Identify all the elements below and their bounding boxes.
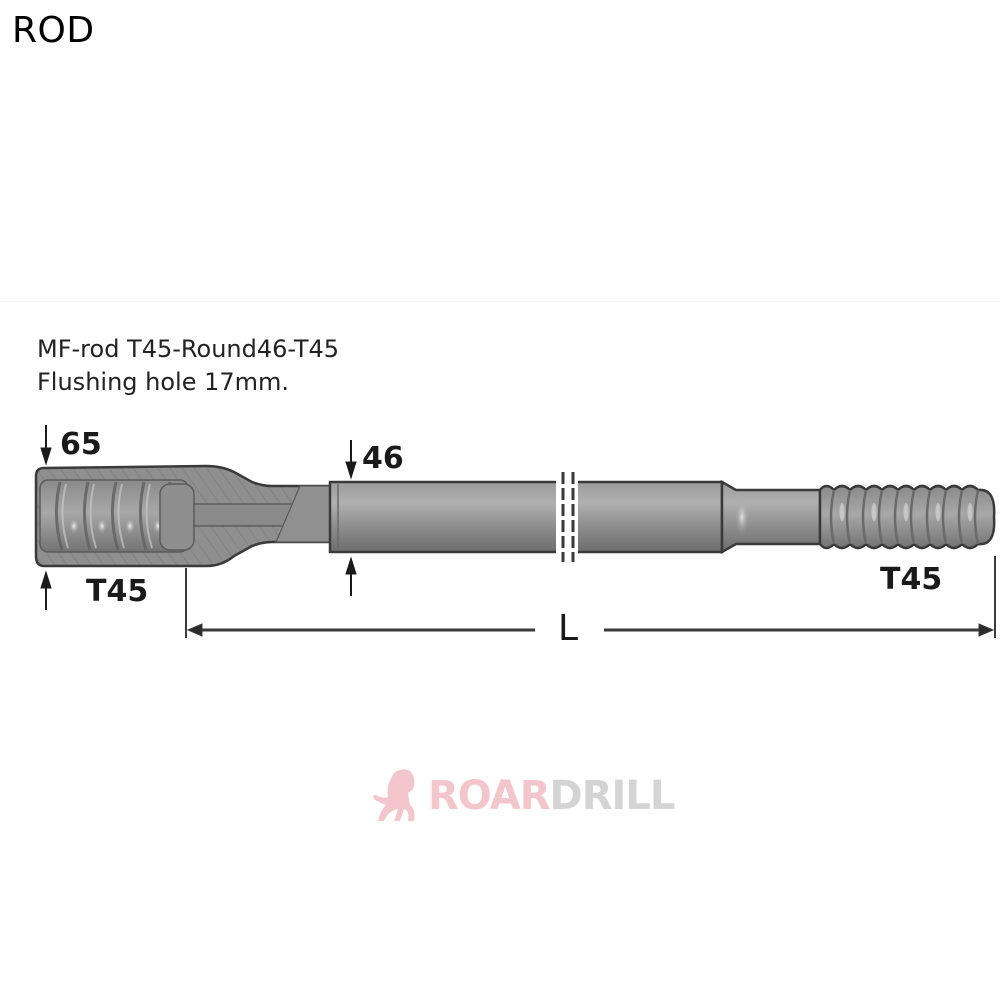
lion-icon xyxy=(373,769,415,821)
flushing-hole-spec: Flushing hole 17mm. xyxy=(37,368,290,396)
length-dimension-line xyxy=(185,556,996,638)
rod-diameter-label: 46 xyxy=(362,441,404,476)
dim-arrows-65 xyxy=(40,425,52,610)
rod-body-round46 xyxy=(328,470,724,562)
coupling-diameter-label: 65 xyxy=(60,427,102,462)
length-label: L xyxy=(558,608,579,649)
right-thread-label: T45 xyxy=(880,562,943,597)
dim-arrows-46 xyxy=(345,440,357,596)
male-thread-end xyxy=(720,479,996,555)
section-divider xyxy=(0,301,1000,302)
brand-drill: DRILL xyxy=(549,773,676,819)
left-thread-label: T45 xyxy=(86,574,149,609)
brand-roar: ROAR xyxy=(428,773,550,819)
rod-spec-title: MF-rod T45-Round46-T45 xyxy=(37,335,340,363)
page-title: ROD xyxy=(12,10,95,51)
female-coupling-end xyxy=(34,464,332,568)
roardrill-watermark: ROARDRILL xyxy=(370,765,675,830)
